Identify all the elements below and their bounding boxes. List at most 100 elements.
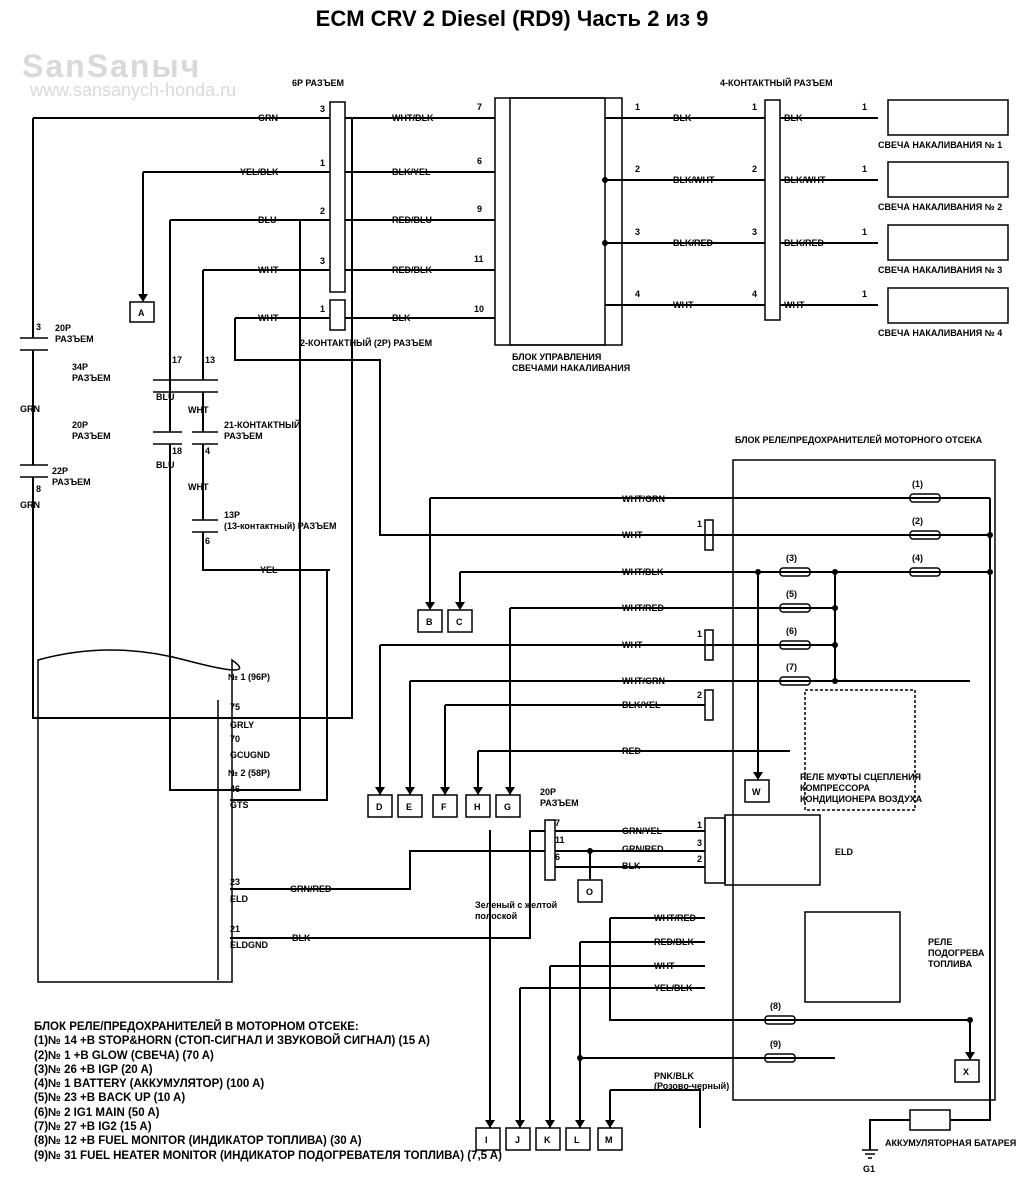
pnk-blk-ru-label: (Розово-черный) [654,1081,729,1091]
glow-plug-2-label: СВЕЧА НАКАЛИВАНИЯ № 2 [878,202,1002,212]
wire-grn-top: GRN [258,113,278,123]
pin-eld-7: 7 [555,818,560,828]
conn-21c-label: 21-КОНТАКТНЫЙ [224,419,300,430]
legend-heading: БЛОК РЕЛЕ/ПРЕДОХРАНИТЕЛЕЙ В МОТОРНОМ ОТС… [34,1021,359,1033]
pin-eldr-3: 3 [697,838,702,848]
pin-plug-1a: 1 [862,102,867,112]
wire-wht-4: WHT [188,482,209,492]
wire-wht-6: WHT [622,640,643,650]
wire-wht-red-1: WHT/RED [622,603,664,613]
conn-13p-label-1: 13P [224,510,240,520]
legend-item: (2)№ 1 +B GLOW (СВЕЧА) (70 A) [34,1049,214,1062]
pin-4c-2: 2 [752,164,757,174]
conn-20p-a-label: 20P [55,323,71,333]
terminal-c: C [456,617,463,627]
conn-20p-c-razem: РАЗЪЕМ [540,798,579,808]
legend-item: (5)№ 23 +B BACK UP (10 A) [34,1092,186,1105]
ac-relay-label-3: КОНДИЦИОНЕРА ВОЗДУХА [800,794,923,804]
pin-21c-4: 4 [205,446,210,456]
fuse-1-label: (1) [912,479,923,489]
pin-4c-3: 3 [752,227,757,237]
wire-wht-red-2: WHT/RED [654,913,696,923]
wire-blu-2: BLU [156,460,175,470]
fuse-8-label: (8) [770,1001,781,1011]
terminal-x: X [963,1067,969,1077]
conn-20p-b-label: 20P [72,420,88,430]
wire-grn-red-2: GRN/RED [290,884,332,894]
fuse-5-label: (5) [786,589,797,599]
eld-label: ELD [835,847,854,857]
conn-20p-c-label: 20P [540,787,556,797]
wire-wht-blk-2: WHT/BLK [622,567,664,577]
pin-eldr-2: 2 [697,854,702,864]
pin-gu-7: 7 [477,102,482,112]
fuse-2-label: (2) [912,516,923,526]
wire-blk-yel: BLK/YEL [392,167,431,177]
glow-unit-label-2: СВЕЧАМИ НАКАЛИВАНИЯ [512,363,630,373]
pin-rb-2: 2 [697,690,702,700]
legend-item: (3)№ 26 +B IGP (20 A) [34,1063,153,1076]
ecm-eldgnd: ELDGND [230,940,269,950]
fuse-6-label: (6) [786,626,797,636]
ecm-pin-70: 70 [230,734,240,744]
wire-plug-blk-wht: BLK/WHT [784,175,826,185]
wire-yel-blk: YEL/BLK [240,167,279,177]
terminal-g: G [504,802,511,812]
wire-wht-1: WHT [258,265,279,275]
ecm-gcugnd: GCUGND [230,750,270,760]
terminal-k: K [544,1135,551,1145]
ecm-96p-label: № 1 (96P) [228,672,270,682]
wire-red-blk-2: RED/BLK [654,937,694,947]
wire-grn-left-2: GRN [20,500,40,510]
conn-2p-label: 2-КОНТАКТНЫЙ (2P) РАЗЪЕМ [300,337,432,348]
pin-22p-8: 8 [36,484,41,494]
legend-item: (1)№ 14 +B STOP&HORN (СТОП-СИГНАЛ И ЗВУК… [34,1035,430,1048]
glow-unit-label-1: БЛОК УПРАВЛЕНИЯ [512,352,601,362]
fuse-3-label: (3) [786,553,797,563]
ecm-pin-75: 75 [230,702,240,712]
wire-wht-grn-2: WHT/GRN [622,676,665,686]
wire-wht-3: WHT [188,405,209,415]
glow-plug-1-label: СВЕЧА НАКАЛИВАНИЯ № 1 [878,140,1002,150]
terminal-l: L [574,1135,580,1145]
fuse-legend: БЛОК РЕЛЕ/ПРЕДОХРАНИТЕЛЕЙ В МОТОРНОМ ОТС… [34,1020,574,1163]
relay-box-label: БЛОК РЕЛЕ/ПРЕДОХРАНИТЕЛЕЙ МОТОРНОГО ОТСЕ… [735,434,983,445]
wire-wht-2: WHT [258,313,279,323]
wire-plug-blk: BLK [784,113,803,123]
terminal-w: W [752,787,761,797]
ecm-eld: ELD [230,894,249,904]
pin-eld-6: 6 [555,852,560,862]
ecm-58p-label: № 2 (58P) [228,768,270,778]
legend-item: (4)№ 1 BATTERY (АККУМУЛЯТОР) (100 A) [34,1078,265,1091]
conn-34p-razem: РАЗЪЕМ [72,373,111,383]
wire-blk-2: BLK [622,861,641,871]
pin-4c-4: 4 [752,289,757,299]
wire-grn-left-1: GRN [20,404,40,414]
terminal-b: B [426,617,433,627]
fuel-relay-label-2: ПОДОГРЕВА [928,948,985,958]
pin-34p-17: 17 [172,355,182,365]
wire-yel: YEL [260,565,278,575]
pin-6p-2: 2 [320,206,325,216]
page-title: ECM CRV 2 Diesel (RD9) Часть 2 из 9 [315,6,709,31]
ecm-gts: GTS [230,800,249,810]
conn-13p-label-2: (13-контактный) РАЗЪЕМ [224,521,336,531]
wire-wht-blk: WHT/BLK [392,113,434,123]
fuse-9-label: (9) [770,1039,781,1049]
ac-relay-label-2: КОМПРЕССОРА [800,783,870,793]
terminal-e: E [406,802,412,812]
conn-34p-label: 34P [72,362,88,372]
pin-plug-1c: 1 [862,227,867,237]
pin-eldr-1: 1 [697,820,702,830]
wire-out-blk: BLK [673,113,692,123]
terminal-f: F [441,802,447,812]
wire-wht-5: WHT [622,530,643,540]
conn-6p-label: 6P РАЗЪЕМ [292,78,344,88]
pin-gu-6: 6 [477,156,482,166]
green-yellow-label-1: Зеленый с желтой [475,900,557,910]
fuse-4-label: (4) [912,553,923,563]
fuel-relay-label-1: РЕЛЕ [928,937,952,947]
wire-grn-yel: GRN/YEL [622,826,663,836]
pin-plug-1d: 1 [862,289,867,299]
conn-22p-label: 22P [52,466,68,476]
